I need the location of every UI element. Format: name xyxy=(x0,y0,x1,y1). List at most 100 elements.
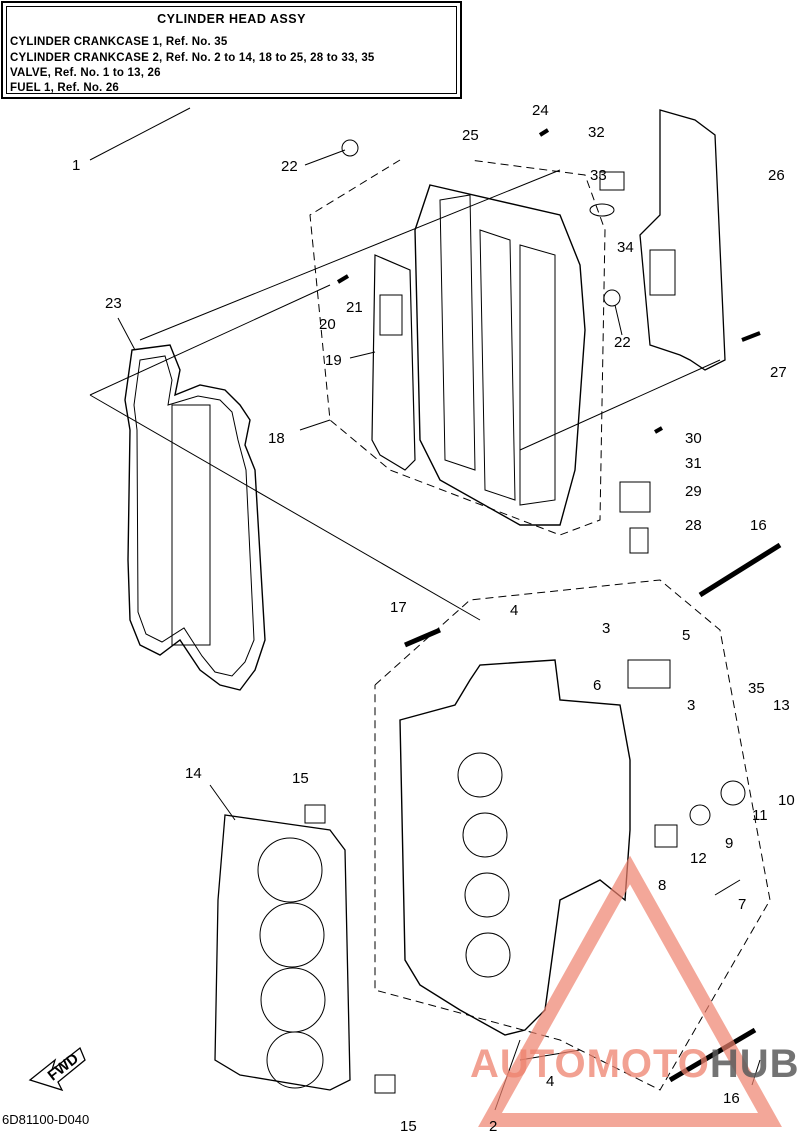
callout-15a: 15 xyxy=(292,770,309,787)
diagram-title: CYLINDER HEAD ASSY xyxy=(157,12,306,26)
cap-5-part xyxy=(627,659,671,689)
callout-8: 8 xyxy=(658,877,666,894)
callout-25: 25 xyxy=(462,127,479,144)
gasket-bore-1 xyxy=(257,837,323,903)
callout-17: 17 xyxy=(390,599,407,616)
callout-32: 32 xyxy=(588,124,605,141)
cap-32 xyxy=(599,171,625,191)
callout-21: 21 xyxy=(346,299,363,316)
leader-18 xyxy=(299,419,331,431)
callout-4b: 4 xyxy=(546,1073,554,1090)
bolt-30 xyxy=(654,426,663,434)
combustion-chamber-2 xyxy=(462,812,508,858)
callout-7: 7 xyxy=(738,896,746,913)
callout-30: 30 xyxy=(685,430,702,447)
callout-31: 31 xyxy=(685,455,702,472)
cylinder-head-cover xyxy=(414,184,586,526)
callout-13: 13 xyxy=(773,697,790,714)
callout-1: 1 xyxy=(72,157,80,174)
dowel-15-lower xyxy=(374,1074,396,1094)
bolt-24 xyxy=(538,128,550,137)
leader-1 xyxy=(89,107,191,161)
callout-33: 33 xyxy=(590,167,607,184)
callout-20: 20 xyxy=(319,316,336,333)
leader-27 xyxy=(519,359,721,451)
gasket-23 xyxy=(124,344,266,691)
callout-26: 26 xyxy=(768,167,785,184)
callout-34: 34 xyxy=(617,239,634,256)
gasket-bore-3 xyxy=(260,967,326,1033)
callout-23: 23 xyxy=(105,295,122,312)
leader-long-diagonal xyxy=(89,394,481,621)
sensor-29 xyxy=(619,481,651,513)
grommet-22-right xyxy=(603,289,621,307)
bolt-27 xyxy=(741,331,761,342)
callout-5: 5 xyxy=(682,627,690,644)
header-line-3: VALVE, Ref. No. 1 to 13, 26 xyxy=(10,67,161,79)
plate-19-tab xyxy=(379,294,403,336)
callout-28: 28 xyxy=(685,517,702,534)
combustion-chamber-3 xyxy=(464,872,510,918)
dashed-outline-cover xyxy=(309,159,606,536)
gasket-bore-4 xyxy=(266,1031,324,1089)
leader-22-right xyxy=(614,304,623,336)
leader-22-left xyxy=(304,149,346,166)
o-ring-33 xyxy=(589,203,615,217)
header-line-2: CYLINDER CRANKCASE 2, Ref. No. 2 to 14, … xyxy=(10,52,375,64)
callout-16b: 16 xyxy=(723,1090,740,1107)
callout-3a: 3 xyxy=(602,620,610,637)
housing-9 xyxy=(720,780,746,806)
header-line-1: CYLINDER CRANKCASE 1, Ref. No. 35 xyxy=(10,36,228,48)
callout-15b: 15 xyxy=(400,1118,417,1132)
bolt-16-upper xyxy=(698,542,782,598)
leader-7 xyxy=(714,879,741,896)
leader-23 xyxy=(117,317,136,351)
callout-12: 12 xyxy=(690,850,707,867)
callout-14: 14 xyxy=(185,765,202,782)
combustion-chamber-1 xyxy=(457,752,503,798)
callout-24: 24 xyxy=(532,102,549,119)
callout-16a: 16 xyxy=(750,517,767,534)
diagram-code: 6D81100-D040 xyxy=(2,1112,90,1127)
gasket-23-inner xyxy=(133,355,255,677)
combustion-chamber-4 xyxy=(465,932,511,978)
seal-8 xyxy=(654,824,678,848)
callout-4a: 4 xyxy=(510,602,518,619)
cylinder-head xyxy=(399,659,631,1036)
bracket-26-window xyxy=(649,249,676,296)
gasket-bore-2 xyxy=(259,902,325,968)
bolt-16-lower xyxy=(668,1027,757,1083)
title-box-inner-border xyxy=(6,6,457,94)
grommet-22-left xyxy=(341,139,359,157)
callout-18: 18 xyxy=(268,430,285,447)
watermark-logo: AUTOMOTOHUB xyxy=(470,1042,800,1087)
callout-19: 19 xyxy=(325,352,342,369)
bolt-20 xyxy=(336,274,350,284)
callout-9: 9 xyxy=(725,835,733,852)
callout-35: 35 xyxy=(748,680,765,697)
head-gasket-14 xyxy=(214,814,351,1091)
bracket-26 xyxy=(639,109,726,371)
watermark-hub: HUB xyxy=(709,1042,800,1086)
sensor-28 xyxy=(629,527,649,554)
gasket-23-slot xyxy=(171,404,211,646)
callout-labels: 1 2 3 3 4 4 5 6 7 8 9 10 11 12 13 14 15 … xyxy=(45,102,795,1132)
title-box: CYLINDER HEAD ASSY CYLINDER CRANKCASE 1,… xyxy=(1,1,462,99)
plate-19 xyxy=(371,254,416,471)
leader-19 xyxy=(349,351,376,359)
callout-10: 10 xyxy=(778,792,795,809)
dowel-15-upper xyxy=(304,804,326,824)
watermark-triangle xyxy=(478,855,782,1127)
header-line-4: FUEL 1, Ref. No. 26 xyxy=(10,82,120,94)
cover-inner-ribs xyxy=(439,194,556,506)
callout-3b: 3 xyxy=(687,697,695,714)
watermark-auto: AUTOMOTO xyxy=(470,1042,710,1086)
callout-2: 2 xyxy=(489,1118,497,1132)
fwd-arrow xyxy=(28,1046,86,1092)
callout-22a: 22 xyxy=(281,158,298,175)
callout-11: 11 xyxy=(752,807,768,824)
bolt-17 xyxy=(404,627,441,648)
callout-22b: 22 xyxy=(614,334,631,351)
fwd-label: FWD xyxy=(45,1050,83,1085)
